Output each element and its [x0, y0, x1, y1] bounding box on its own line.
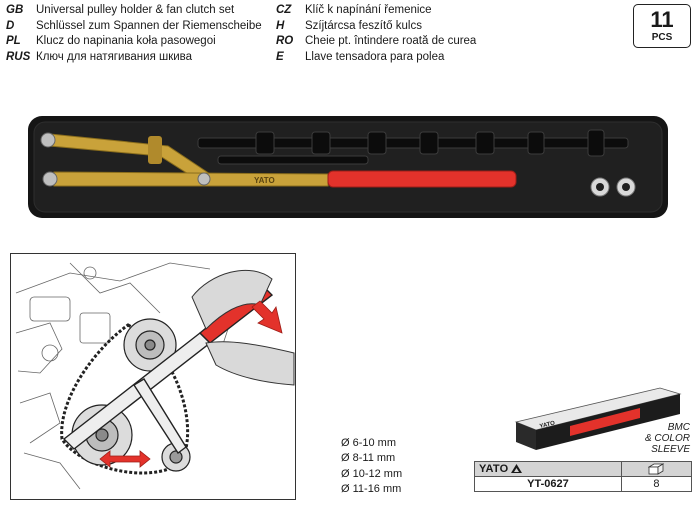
direction-arrows [99, 300, 283, 468]
description-text: Universal pulley holder & fan clutch set [36, 4, 235, 16]
lang-code: PL [6, 35, 21, 48]
tool-case-image: YATO [28, 116, 668, 218]
model-number: YT-0627 [474, 476, 622, 492]
size-item: Ø 10-12 mm [341, 467, 403, 480]
description-rus: RUS Ключ для натягивания шкива [6, 50, 262, 66]
spec-table: YATO YT-0627 8 [474, 461, 693, 492]
engine-sketch [15, 262, 231, 490]
lang-code: H [276, 19, 285, 32]
box-icon [648, 463, 665, 475]
lang-code: D [6, 19, 15, 32]
brand-triangle-icon [511, 464, 523, 473]
size-list: Ø 6-10 mm Ø 8-11 mm Ø 10-12 mm Ø 11-16 m… [341, 436, 402, 498]
brand-cell: YATO [474, 461, 622, 477]
descriptions-right: CZ Klíč k napínání řemenice H Szíjtárcsa f… [276, 3, 476, 65]
spec-header-row: YATO [474, 461, 693, 477]
description-text: Llave tensadora para polea [305, 50, 445, 63]
pieces-count: 11 [650, 7, 674, 32]
description-pl: PL Klucz do napinania koła pasowegoi [6, 34, 262, 50]
descriptions-left: GB Universal pulley holder & fan clutch s… [6, 3, 262, 65]
tool-marking: YATO [254, 176, 275, 185]
lang-code: RUS [6, 50, 31, 63]
description-gb: GB Universal pulley holder & fan clutch s… [6, 3, 262, 19]
pieces-label: PCS [651, 32, 673, 43]
sleeve-note-line: & COLOR [644, 433, 690, 444]
description-ro: RO Cheie pt. întindere roată de curea [276, 34, 476, 50]
size-item: Ø 6-10 mm [341, 437, 397, 449]
size-item: Ø 8-11 mm [341, 452, 396, 465]
package-box-image: YATO [514, 387, 682, 450]
lang-code: E [276, 50, 284, 63]
description-text: Klucz do napinania koła pasowegoi [36, 35, 216, 48]
usage-illustration [10, 253, 296, 500]
description-text: Klíč k napínání řemenice [305, 4, 432, 16]
package-quantity: 8 [620, 476, 693, 492]
box-brand: YATO [539, 421, 556, 430]
gloved-hands [191, 269, 295, 386]
sleeve-note-line: SLEEVE [651, 444, 690, 455]
red-handle [327, 170, 517, 188]
lang-code: CZ [276, 4, 292, 16]
description-text: Szíjtárcsa feszítő kulcs [305, 19, 422, 32]
description-text: Schlüssel zum Spannen der Riemenscheibe [36, 19, 262, 32]
lang-code: GB [6, 4, 24, 16]
spec-data-row: YT-0627 8 [474, 476, 693, 492]
description-h: H Szíjtárcsa feszítő kulcs [276, 19, 476, 35]
sleeve-note: BMC & COLOR SLEEVE [628, 422, 690, 455]
sleeve-note-line: BMC [667, 422, 690, 433]
box-icon-cell [620, 461, 693, 477]
description-text: Ключ для натягивания шкива [36, 50, 193, 63]
description-e: E Llave tensadora para polea [276, 50, 476, 66]
description-d: D Schlüssel zum Spannen der Riemenscheibe [6, 19, 262, 35]
brand-logo: YATO [479, 463, 509, 475]
size-item: Ø 11-16 mm [341, 483, 402, 496]
holder-arms: YATO [40, 132, 329, 187]
lang-code: RO [276, 35, 294, 48]
description-cz: CZ Klíč k napínání řemenice [276, 3, 476, 19]
description-text: Cheie pt. întindere roată de curea [305, 35, 477, 48]
adapter-pins [197, 129, 629, 165]
belt [60, 323, 190, 475]
washers [590, 177, 636, 197]
pieces-badge: 11 PCS [633, 4, 691, 48]
